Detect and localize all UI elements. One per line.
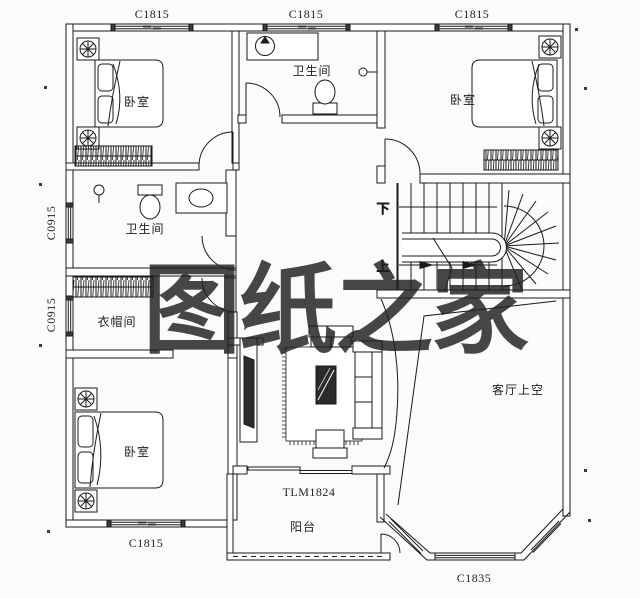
furniture <box>72 35 562 557</box>
room-label-bedroom-bottom-left: 卧室 <box>124 444 150 459</box>
blanket-fold <box>531 60 545 127</box>
bed-bottom-left <box>74 387 164 513</box>
watermark-text: 图纸之家 <box>143 258 529 366</box>
door-bedroom-top-right <box>384 138 421 175</box>
room-label-bedroom-top-right: 卧室 <box>450 92 476 107</box>
blanket-fold <box>89 412 102 488</box>
pillow <box>77 415 94 448</box>
staircase: 下 上 <box>376 183 560 291</box>
window-top-right <box>434 23 513 32</box>
stair-down-label: 下 <box>376 201 389 216</box>
toilet-bowl-icon <box>314 79 336 105</box>
stair-up-label: 上 <box>376 259 389 274</box>
wall-stair-bottom <box>376 289 571 299</box>
stair-winder-fan <box>503 189 560 291</box>
bathroom-top-fixtures <box>246 32 377 115</box>
stair-direction-lines <box>399 206 497 291</box>
windows <box>65 23 513 528</box>
room-label-cloakroom: 衣帽间 <box>97 314 136 329</box>
pillow <box>537 95 554 124</box>
window-label-left-upper: C0915 <box>44 206 58 241</box>
window-label-bottom-left: C1815 <box>129 536 164 550</box>
window-top-middle <box>262 23 351 32</box>
bathroom-left-fixtures <box>93 182 228 220</box>
sink-basin-icon <box>188 188 214 208</box>
living-room-set <box>239 325 383 459</box>
fixtures <box>93 32 377 220</box>
door-bathroom-top <box>245 82 281 118</box>
wall-hook-icon <box>358 67 368 77</box>
wall-bath1-bottom <box>281 114 378 124</box>
bed-top-left <box>74 37 164 167</box>
living-void-edges <box>380 298 557 506</box>
door-cloakroom <box>201 277 237 313</box>
bay-corner-door-arc <box>380 533 401 554</box>
stair-handrail <box>402 232 507 263</box>
room-label-bedroom-top-left: 卧室 <box>124 94 150 109</box>
wall-bed2-bottom <box>419 173 571 184</box>
toilet-tank <box>137 184 163 196</box>
pillow <box>97 63 114 92</box>
room-label-balcony: 阳台 <box>290 519 316 534</box>
toilet-tank <box>312 102 338 115</box>
blanket-fold <box>112 63 121 125</box>
door-bathroom-left <box>201 235 237 271</box>
cloakroom-wardrobe <box>72 276 154 298</box>
wall-bed1-bottom-stub <box>232 162 240 171</box>
toilet-bowl-icon <box>139 194 161 220</box>
wall-bath1-right-stub <box>376 165 386 184</box>
wall-bath1-bottom-stub <box>237 114 247 124</box>
window-label-top-right: C1815 <box>455 7 490 21</box>
window-label-left-lower: C0915 <box>44 298 58 333</box>
balcony-sliding-door <box>247 466 353 474</box>
room-label-bathroom-top: 卫生间 <box>292 64 331 78</box>
wall-balcony-right <box>376 473 385 523</box>
loveseat-top <box>308 325 354 348</box>
drain-icon <box>93 184 105 196</box>
wall-balcony-top-left <box>232 465 248 475</box>
doors <box>198 82 421 313</box>
bed-top-right <box>471 35 562 171</box>
room-label-bathroom-left: 卫生间 <box>125 222 164 236</box>
blanket-fold <box>531 63 540 125</box>
blanket-fold <box>107 60 121 127</box>
labels: C1815 C1815 C1815 C0915 C0915 C1815 C183… <box>44 7 544 585</box>
door-label-balcony: TLM1824 <box>283 485 336 499</box>
bay-window <box>379 508 571 561</box>
window-left-lower <box>65 295 74 337</box>
tv-icon <box>243 355 255 429</box>
window-bottom-left <box>106 519 186 528</box>
blanket-fold <box>93 415 102 486</box>
wall-cloak-bottom <box>65 349 174 359</box>
armchair-bottom <box>312 429 348 459</box>
wall-bath1-right <box>376 30 386 129</box>
wall-bath2-bottom <box>65 267 237 277</box>
door-bedroom-top-left <box>198 131 234 167</box>
window-label-bay: C1835 <box>457 571 492 585</box>
wall-balcony-left <box>226 473 234 561</box>
wall-outer-right <box>562 23 571 517</box>
window-label-top-middle: C1815 <box>289 7 324 21</box>
room-label-living-void: 客厅上空 <box>492 382 544 397</box>
pillow <box>77 451 94 484</box>
window-label-top-left: C1815 <box>135 7 170 21</box>
pillow <box>537 63 554 92</box>
sink-tap-icon <box>260 36 270 44</box>
window-left-upper <box>65 202 74 244</box>
sofa-right <box>352 340 383 440</box>
window-top-left <box>110 23 194 32</box>
dimension-ticks <box>39 28 591 533</box>
bay-glazing <box>388 518 562 560</box>
